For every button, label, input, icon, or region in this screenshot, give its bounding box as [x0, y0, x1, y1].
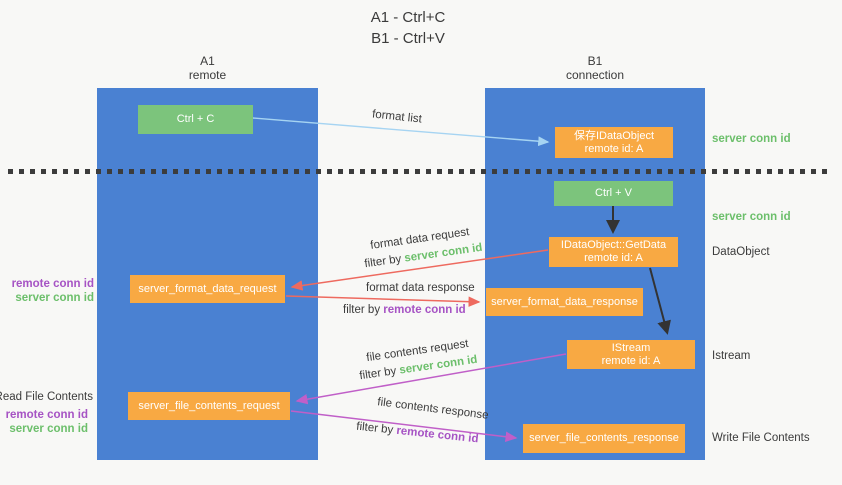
node-server-file-contents-response-label: server_file_contents_response [529, 432, 679, 444]
lane-b1-role: connection [565, 67, 625, 82]
node-ctrl-c: Ctrl + C [138, 105, 253, 134]
node-save-idataobject-line2: remote id: A [584, 142, 644, 155]
annotation-server-conn-id: server conn id [9, 422, 88, 435]
node-server-format-data-response: server_format_data_response [486, 288, 643, 316]
title-line-2: B1 - Ctrl+V [371, 30, 445, 47]
annotation-read-file-contents: Read File Contents [0, 391, 93, 403]
node-getdata-line1: IDataObject::GetData [560, 239, 667, 251]
node-istream-line2: remote id: A [601, 354, 661, 367]
edge-label-file-contents-response: file contents response [376, 396, 490, 422]
annotation-dataobject: DataObject [712, 246, 770, 258]
node-server-file-contents-request: server_file_contents_request [128, 392, 290, 420]
edge-label-format-data-response: format data response [366, 282, 475, 294]
filter-remote-conn-id: remote conn id [395, 424, 480, 446]
lane-a1-name: A1 [200, 54, 215, 68]
node-getdata-line2: remote id: A [584, 252, 643, 264]
edge-label-format-list: format list [371, 108, 423, 126]
edge-label-filter-by-remote-2: filter by remote conn id [356, 421, 479, 446]
filter-remote-conn-id: remote conn id [383, 304, 466, 316]
node-server-format-data-request-label: server_format_data_request [138, 282, 277, 295]
node-save-idataobject: 保存IDataObject remote id: A [555, 127, 673, 158]
node-istream: IStream remote id: A [567, 340, 695, 369]
node-ctrl-v-label: Ctrl + V [595, 187, 632, 199]
title-line-1: A1 - Ctrl+C [370, 9, 446, 26]
lane-a1-role: remote [188, 67, 227, 82]
lane-b1-name: B1 [587, 54, 603, 68]
filter-by-text: filter by [355, 420, 394, 437]
lane-header-a1: A1 remote [97, 54, 318, 82]
annotation-left-conn-ids-bottom: remote conn id server conn id [6, 409, 88, 436]
node-idataobject-getdata: IDataObject::GetData remote id: A [549, 237, 678, 267]
edge-label-filter-by-remote-1: filter by remote conn id [343, 304, 466, 316]
annotation-left-conn-ids-top: remote conn id server conn id [12, 278, 94, 305]
node-server-file-contents-request-label: server_file_contents_request [138, 399, 280, 412]
node-server-format-data-request: server_format_data_request [130, 275, 285, 303]
node-ctrl-c-label: Ctrl + C [176, 113, 215, 125]
annotation-remote-conn-id: remote conn id [5, 409, 88, 421]
section-divider-dotted-line [8, 169, 832, 174]
node-server-format-data-response-label: server_format_data_response [491, 295, 638, 308]
filter-by-text: filter by [358, 365, 398, 383]
annotation-write-file-contents: Write File Contents [712, 432, 810, 444]
node-ctrl-v: Ctrl + V [554, 181, 673, 206]
node-istream-line1: IStream [611, 341, 651, 354]
node-server-file-contents-response: server_file_contents_response [523, 424, 685, 453]
filter-by-text: filter by [363, 253, 403, 271]
annotation-server-conn-id-mid: server conn id [712, 211, 791, 223]
filter-by-text: filter by [343, 304, 381, 316]
annotation-istream: Istream [712, 350, 751, 362]
annotation-remote-conn-id: remote conn id [11, 278, 94, 290]
annotation-server-conn-id-top: server conn id [712, 133, 791, 145]
lane-header-b1: B1 connection [485, 54, 705, 82]
diagram-title: A1 - Ctrl+C B1 - Ctrl+V [0, 7, 816, 49]
node-save-idataobject-line1: 保存IDataObject [573, 129, 655, 142]
annotation-server-conn-id: server conn id [15, 291, 94, 304]
